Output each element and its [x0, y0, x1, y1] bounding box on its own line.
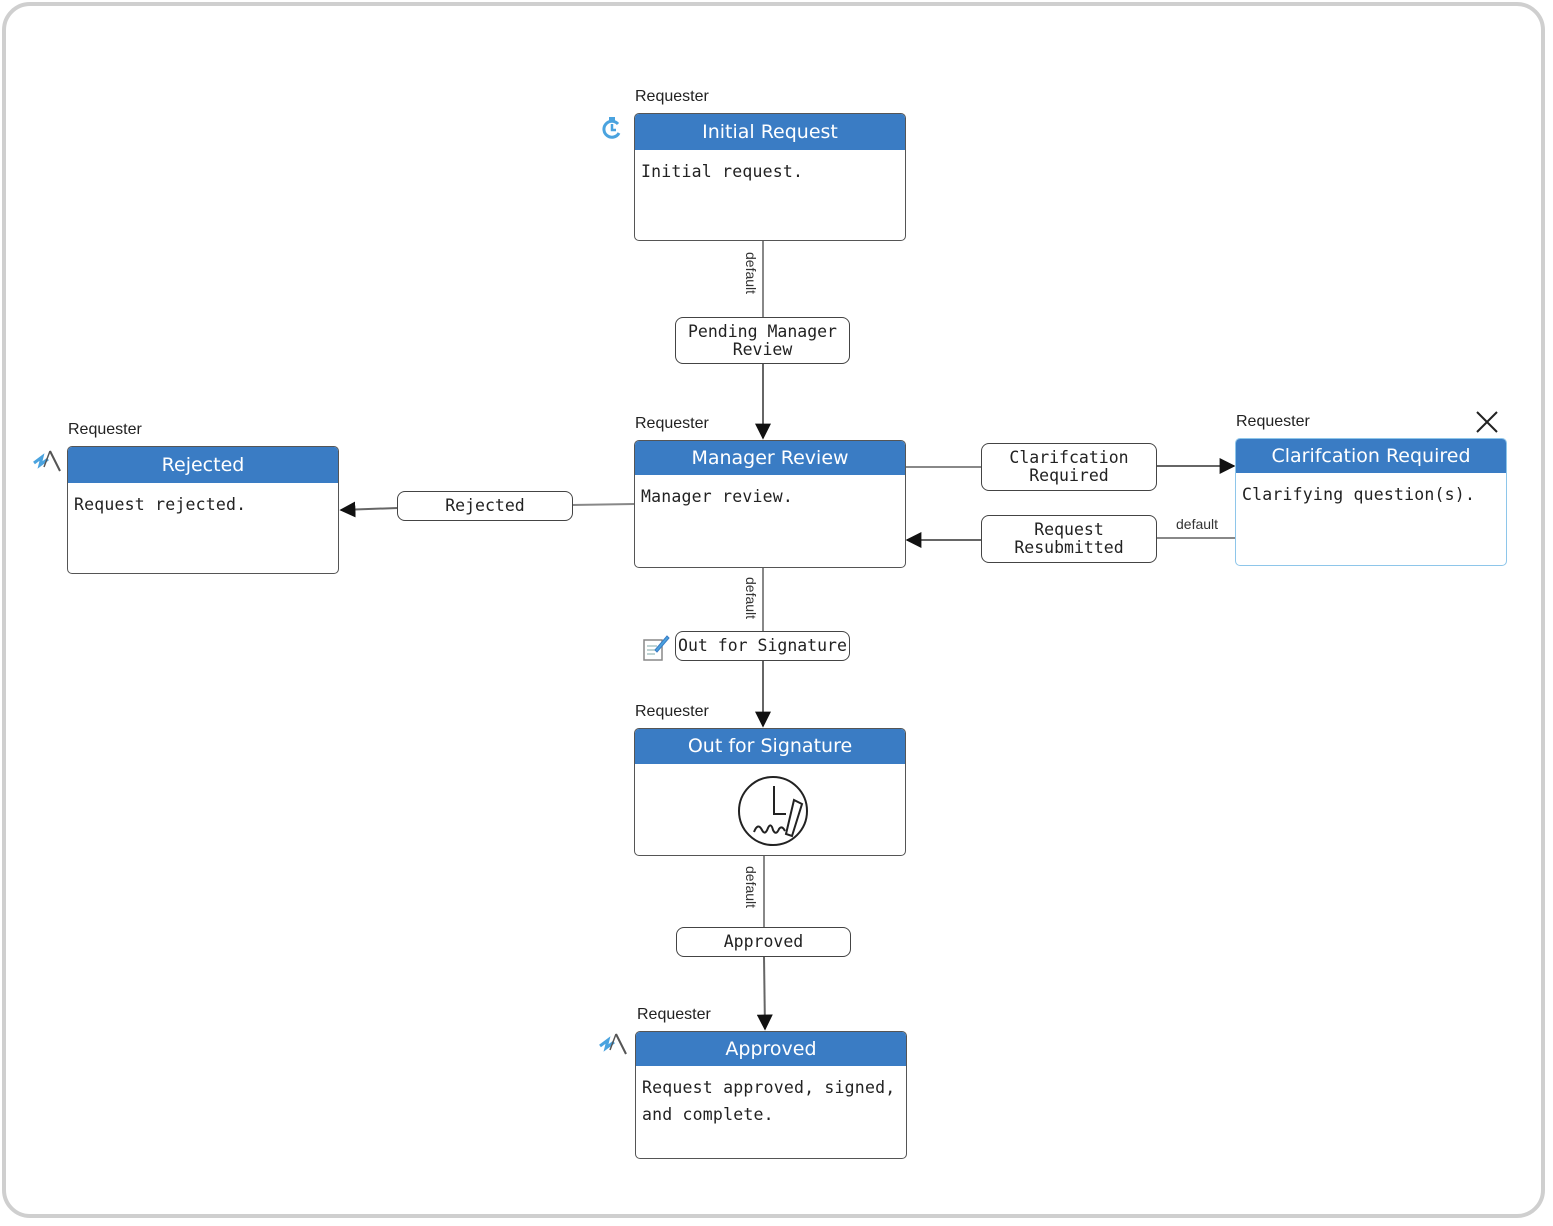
transition-line: Pending Manager	[687, 321, 837, 341]
transition-clarification-required[interactable]: Clarifcation Required	[981, 443, 1157, 491]
edge-label-default: default	[743, 577, 759, 620]
role-label-clarification: Requester	[1236, 413, 1310, 430]
transition-line: Clarifcation	[1009, 448, 1129, 467]
description-line: and complete.	[642, 1105, 774, 1124]
transition-request-resubmitted[interactable]: Request Resubmitted	[981, 515, 1157, 563]
transition-rejected[interactable]: Rejected	[397, 491, 573, 521]
state-approved[interactable]: Approved Request approved, signed, and c…	[635, 1031, 907, 1159]
state-title: Out for Signature	[635, 729, 905, 764]
description-line: Request approved, signed,	[642, 1078, 896, 1097]
edge-rejected-label-to-node	[339, 501, 399, 518]
transition-label: Approved	[723, 932, 804, 951]
state-out-for-signature[interactable]: Out for Signature	[634, 728, 906, 856]
transition-line: Request	[1034, 520, 1104, 539]
state-title: Rejected	[68, 447, 338, 483]
transition-pending-manager-review[interactable]: Pending Manager Review	[675, 317, 850, 364]
role-label-initial: Requester	[635, 88, 709, 105]
state-title: Initial Request	[635, 114, 905, 150]
edge-approved-label-to-node	[756, 956, 773, 1031]
state-description: Clarifying question(s).	[1242, 485, 1476, 504]
start-icon	[602, 117, 621, 139]
document-edit-icon	[643, 635, 670, 661]
state-manager-review[interactable]: Manager Review Manager review.	[634, 440, 906, 568]
edge-label-default: default	[743, 866, 759, 909]
end-icon	[33, 450, 61, 472]
state-title: Clarifcation Required	[1236, 439, 1506, 473]
transition-line: Required	[1029, 466, 1109, 485]
edge-label-default: default	[743, 252, 759, 295]
role-label-manager: Requester	[635, 415, 709, 432]
close-icon[interactable]	[1475, 410, 1499, 434]
state-description: Request rejected.	[74, 495, 247, 514]
transition-label: Out for Signature	[678, 636, 847, 655]
transition-line: Resubmitted	[1014, 538, 1124, 557]
transition-approved[interactable]: Approved	[676, 927, 851, 957]
end-icon	[599, 1033, 627, 1055]
state-description: Manager review.	[641, 487, 794, 506]
state-title: Approved	[636, 1032, 906, 1066]
role-label-rejected: Requester	[68, 421, 142, 438]
transition-line: Review	[732, 339, 793, 359]
state-description: Request approved, signed, and complete.	[636, 1066, 906, 1136]
role-label-signature: Requester	[635, 703, 709, 720]
state-rejected[interactable]: Rejected Request rejected.	[67, 446, 339, 574]
edge-manager-to-rejected-label	[571, 503, 635, 506]
edge-label-default: default	[1176, 516, 1219, 532]
state-title: Manager Review	[635, 441, 905, 475]
transition-label: Rejected	[445, 496, 525, 515]
state-clarification-required[interactable]: Clarifcation Required Clarifying questio…	[1235, 438, 1507, 566]
state-description: Initial request.	[641, 162, 804, 181]
state-initial-request[interactable]: Initial Request Initial request.	[634, 113, 906, 241]
transition-out-for-signature[interactable]: Out for Signature	[675, 631, 850, 661]
state-body	[635, 764, 905, 854]
role-label-approved: Requester	[637, 1006, 711, 1023]
clock-signature-icon	[738, 776, 808, 846]
